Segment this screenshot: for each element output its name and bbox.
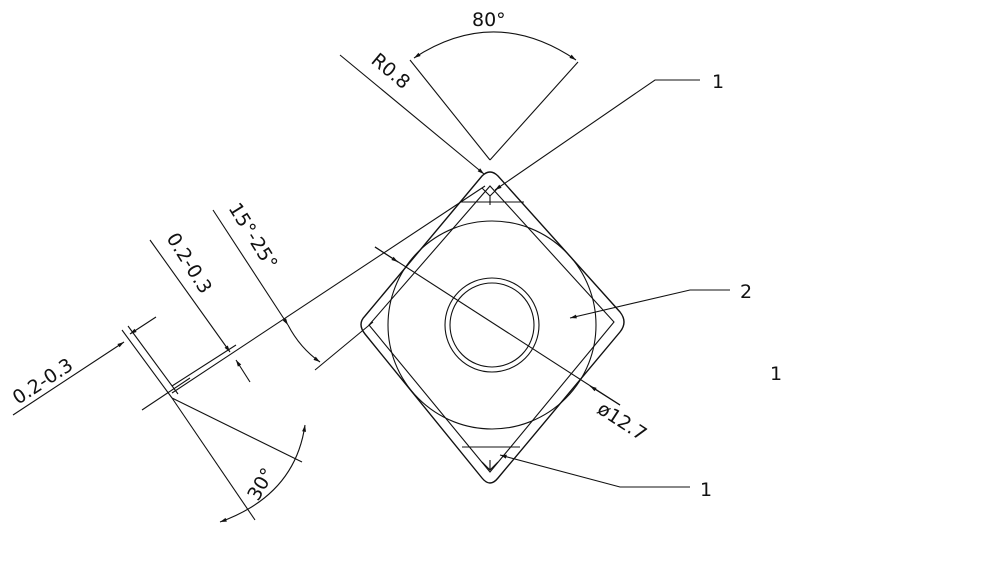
leader-mid-label: 2 — [740, 281, 752, 303]
land-width-left-label: 0.2-0.3 — [9, 354, 77, 409]
hole-outer-circle — [444, 277, 540, 373]
land-width-mid-dimension: 0.2-0.3 — [149, 229, 251, 383]
rake-angle-dimension: 15°-25° — [212, 199, 321, 363]
land-width-mid-label: 0.2-0.3 — [162, 229, 216, 298]
leader-top: 1 — [494, 71, 724, 191]
edge-detail — [121, 185, 486, 411]
hole-inner-circle — [449, 282, 535, 368]
angle-30-label: 30° — [243, 464, 279, 504]
leader-top-label: 1 — [712, 71, 724, 93]
diameter-dimension: ø12.7 — [374, 246, 650, 446]
angle-80-dimension: 80° — [409, 9, 579, 161]
rake-angle-label: 15°-25° — [224, 199, 282, 274]
seat-circle — [387, 220, 597, 430]
angle-80-label: 80° — [472, 9, 506, 31]
insert-outline — [360, 171, 625, 484]
leader-bottom-label: 1 — [700, 479, 712, 501]
diameter-label: ø12.7 — [593, 398, 650, 446]
land-width-left-dimension: 0.2-0.3 — [9, 316, 157, 416]
angle-30-dimension: 30° — [171, 397, 307, 523]
radius-dimension: R0.8 — [339, 49, 485, 175]
figure-number: 1 — [770, 363, 782, 385]
leader-bottom: 1 — [499, 454, 712, 501]
radius-label: R0.8 — [367, 49, 414, 94]
leader-mid: 2 — [569, 281, 752, 319]
